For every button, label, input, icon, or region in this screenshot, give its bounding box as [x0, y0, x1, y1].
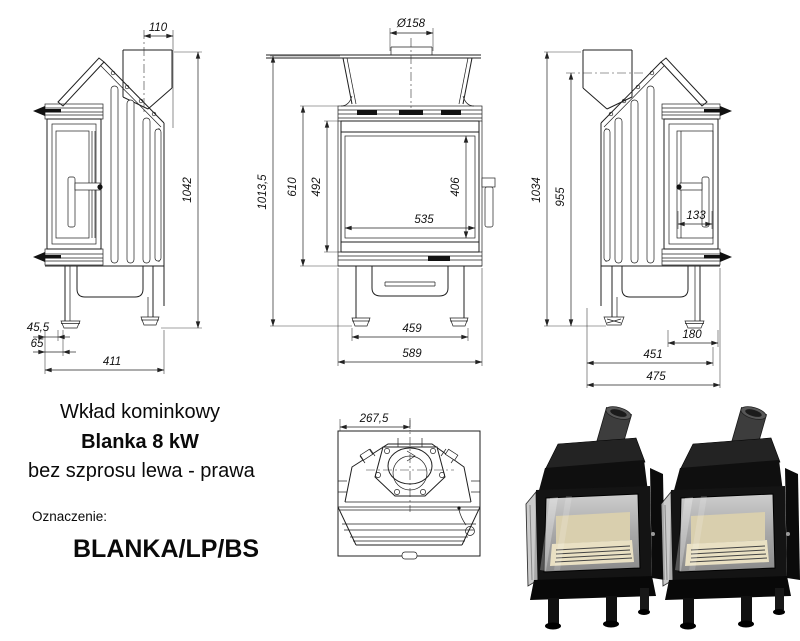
product-model-text: Blanka 8 kW: [81, 431, 199, 453]
dim-front-flue-diameter: Ø158: [396, 18, 426, 30]
product-variant-text: bez szprosu lewa - prawa: [28, 460, 255, 482]
dim-front-total-height: 1013,5: [257, 174, 269, 210]
left-side-view: 110 1042 45,5 65 411: [27, 22, 202, 374]
designation-code: BLANKA/LP/BS: [73, 535, 260, 563]
dim-right-side-glass-width: 133: [686, 210, 706, 222]
dim-left-total-height: 1042: [182, 177, 194, 203]
dim-front-door-height: 492: [311, 177, 323, 197]
dim-right-total-depth: 475: [646, 371, 666, 383]
dim-right-body-depth: 451: [643, 349, 662, 361]
dim-right-total-height: 1034: [531, 177, 543, 203]
dim-left-depth: 411: [103, 356, 121, 368]
right-side-view: 1034 955 133 180 451 475: [531, 49, 732, 388]
dim-front-casing-height: 610: [287, 177, 299, 197]
render-right-unit: [660, 403, 800, 630]
designation-label: Oznaczenie:: [32, 509, 108, 524]
dim-top-flue-center-offset: 267,5: [359, 413, 389, 425]
top-view: 267,5: [337, 413, 481, 560]
title-block: Wkład kominkowy Blanka 8 kW bez szprosu …: [28, 401, 260, 564]
product-type-text: Wkład kominkowy: [59, 401, 221, 423]
dim-left-front-foot-inset: 45,5: [27, 322, 50, 334]
dim-front-total-width: 589: [402, 348, 422, 360]
dim-left-flue-offset: 110: [149, 22, 168, 34]
front-view: Ø158 1013,5 610 492 406 535 459 589: [257, 18, 496, 366]
dim-right-flue-axis-height: 955: [555, 187, 567, 207]
dim-left-front-foot-axis: 65: [31, 338, 44, 350]
dim-front-feet-spacing: 459: [402, 323, 422, 335]
dim-front-glass-height: 406: [450, 177, 462, 197]
render-left-unit: [525, 406, 665, 630]
dim-right-front-foot-offset: 180: [682, 329, 702, 341]
dim-front-glass-width: 535: [414, 214, 434, 226]
